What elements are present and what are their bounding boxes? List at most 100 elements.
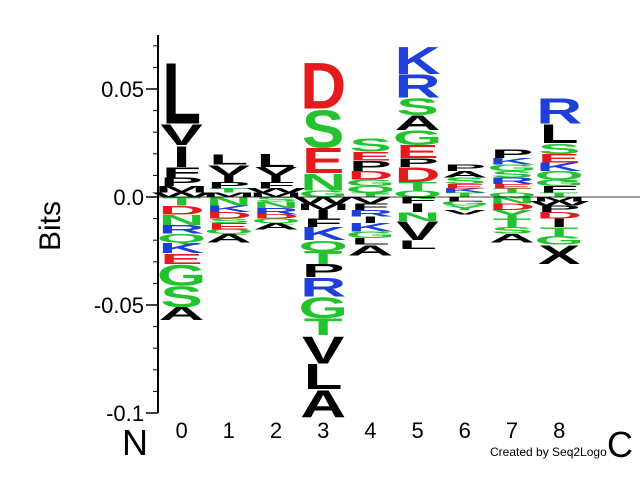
logo-letter-E: E (302, 140, 344, 180)
logo-letter-T: T (398, 180, 437, 193)
logo-letter-W: W (293, 195, 353, 205)
logo-letter-F: F (162, 164, 201, 181)
logo-letter-G: G (157, 258, 206, 292)
logo-letter-V: V (208, 162, 251, 179)
y-axis-ticks: 0.050.0-0.05-0.1 (94, 45, 158, 426)
x-position-label: 5 (411, 418, 423, 443)
logo-letter-K: K (206, 204, 252, 214)
logo-letter-X: X (538, 240, 581, 270)
logo-letter-E: E (208, 221, 250, 231)
logo-letter-S: S (255, 196, 297, 203)
logo-letter-I: I (409, 201, 427, 214)
logo-letter-L: L (257, 151, 296, 171)
x-position-label: 0 (175, 418, 187, 443)
logo-letter-N: N (253, 200, 299, 210)
logo-letter-L: L (209, 151, 248, 168)
logo-letter-Y: Y (444, 205, 486, 212)
logo-letter-M: M (250, 192, 303, 199)
logo-letter-A: A (159, 304, 205, 324)
logo-letter-F: F (351, 202, 390, 212)
logo-letter-K: K (395, 39, 441, 83)
logo-letter-F: F (257, 180, 296, 190)
x-position-label: 7 (506, 418, 518, 443)
logo-letter-N: N (206, 195, 252, 208)
logo-letter-P: P (302, 261, 344, 281)
credit-text: Created by Seq2Logo (490, 445, 607, 459)
logo-letter-N: N (159, 211, 205, 228)
logo-letter-R: R (536, 91, 582, 131)
logo-letter-P: P (538, 204, 580, 214)
logo-letter-V: V (255, 165, 298, 178)
logo-letter-V: V (302, 329, 344, 373)
logo-letter-L: L (540, 119, 579, 149)
logo-letter-T: T (351, 192, 390, 199)
logo-letter-D: D (300, 48, 346, 122)
logo-letter-M: M (202, 192, 255, 199)
logo-letter-K: K (159, 240, 205, 257)
logo-letter-E: E (349, 150, 391, 163)
logo-letter-G: G (346, 178, 395, 188)
logo-letter-G: G (346, 230, 395, 240)
logo-letter-M: M (155, 185, 208, 195)
logo-letter-I: I (314, 208, 332, 221)
logo-letter-V: V (444, 209, 486, 216)
logo-letter-M: M (533, 196, 586, 203)
logo-letter-T: T (445, 192, 484, 199)
logo-letter-P: P (349, 157, 391, 174)
n-terminus-label: N (122, 422, 148, 463)
logo-letter-W: W (152, 192, 213, 199)
logo-letter-R: R (395, 68, 441, 105)
logo-letter-Q: Q (299, 237, 348, 254)
logo-letter-A: A (300, 383, 346, 427)
y-axis-label: Bits (34, 201, 67, 251)
logo-letter-Q: Q (393, 189, 442, 199)
logo-letter-D: D (536, 210, 582, 220)
logo-letter-L: L (398, 238, 437, 251)
logo-letter-R: R (253, 206, 299, 216)
x-position-label: 6 (459, 418, 471, 443)
c-terminus-label: C (607, 424, 633, 465)
logo-letter-L: L (162, 46, 201, 143)
logo-letter-D: D (347, 169, 393, 182)
logo-letter-D: D (253, 213, 299, 220)
logo-letter-D: D (395, 163, 441, 187)
logo-letter-T: T (209, 187, 248, 194)
logo-letter-S: S (444, 176, 486, 186)
y-tick-label: 0.0 (113, 185, 144, 210)
logo-letter-Q: Q (157, 232, 206, 245)
logo-letter-A: A (347, 242, 393, 259)
logo-letter-G: G (393, 127, 442, 151)
logo-letter-Y: Y (491, 208, 533, 221)
logo-columns: WMPFIVLTDNRQKEGSAMTPIVLNKDSEQAMWFIVLSNRD… (152, 39, 590, 426)
logo-letter-S: S (491, 226, 533, 236)
logo-letter-T: T (540, 192, 579, 199)
logo-letter-I: I (220, 174, 238, 184)
logo-letter-R: R (159, 223, 205, 236)
logo-letter-A: A (206, 232, 252, 245)
logo-letter-N: N (300, 170, 346, 196)
logo-letter-W: W (529, 200, 590, 207)
logo-letter-S: S (396, 94, 438, 120)
logo-letter-S: S (160, 280, 202, 314)
logo-letter-T: T (304, 314, 343, 340)
logo-letter-D: D (489, 202, 535, 212)
y-tick-label: -0.05 (94, 293, 144, 318)
logo-letter-T: T (493, 216, 532, 229)
logo-letter-D: D (159, 204, 205, 217)
logo-letter-K: K (347, 221, 393, 234)
logo-letter-A: A (395, 111, 441, 135)
logo-letter-E: E (444, 183, 486, 190)
logo-letter-P: P (396, 156, 438, 169)
logo-letter-I: I (362, 215, 380, 225)
logo-letter-K: K (442, 187, 488, 194)
x-position-label: 3 (317, 418, 329, 443)
logo-letter-G: G (299, 291, 348, 325)
logo-letter-Q: Q (204, 228, 253, 235)
logo-letter-V: V (160, 118, 202, 152)
logo-letter-F: F (398, 195, 437, 205)
logo-letter-K: K (300, 224, 346, 244)
logo-letter-S: S (208, 217, 250, 224)
logo-letter-S: S (302, 100, 344, 160)
logo-letter-G: G (534, 178, 583, 188)
logo-letter-K: K (536, 160, 582, 173)
